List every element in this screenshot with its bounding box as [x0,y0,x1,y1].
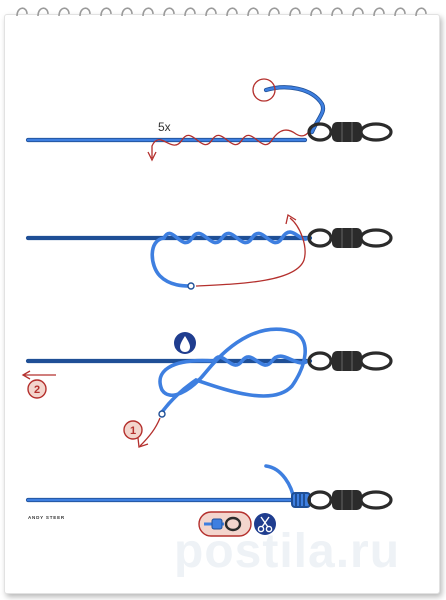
wraps [212,354,310,367]
step-two-number: 2 [34,384,40,396]
binding-ring [226,7,238,17]
step-4-diagram: ANDY STEER [25,464,393,537]
binding-ring [163,7,175,17]
watermark: postila.ru [174,525,401,578]
binding-ring [142,7,154,17]
binding-ring [58,7,70,17]
swivel [307,120,393,144]
pull-tag-arrow-head [137,437,149,448]
tag-end [150,236,192,288]
tag-loop [158,327,307,414]
tag-end-tip [187,282,195,290]
binding-ring [205,7,217,17]
tag-end-tip [158,410,166,418]
step-2-diagram [25,213,393,290]
scissors-icon [257,516,273,533]
binding-ring [247,7,259,17]
binding-ring [37,7,49,17]
turns-label: 5x [158,120,171,134]
wrap-arrow-head [147,151,157,162]
wrap-path-guide [151,125,313,158]
tag-end-highlight [264,86,325,134]
swivel [307,488,393,512]
spiral-binding [16,7,427,17]
step-1-diagram: 5x [25,78,393,162]
step-3-diagram: 2 1 [21,327,393,448]
knot-detail-icon [204,516,242,532]
binding-ring [415,7,427,17]
tag-end [264,464,296,502]
diagram-card [4,14,440,594]
scissors-badge [254,513,276,535]
binding-ring [310,7,322,17]
binding-ring [184,7,196,17]
binding-ring [289,7,301,17]
binding-ring [352,7,364,17]
step-two-badge [27,379,47,399]
step-one-number: 1 [130,425,136,437]
water-drop-icon [180,336,190,352]
binding-ring [16,7,28,17]
swivel [307,226,393,250]
step-one-badge [123,420,143,440]
tag-end-highlight-ring [252,78,276,102]
tag-path-guide [195,217,306,287]
binding-ring [121,7,133,17]
pull-tag-guide [139,417,161,447]
binding-ring [268,7,280,17]
tight-knot [291,492,311,508]
author-credit: ANDY STEER [28,515,65,520]
binding-ring [373,7,385,17]
tag-arrow-head [285,213,297,225]
binding-ring [394,7,406,17]
binding-ring [331,7,343,17]
wraps [162,230,310,245]
swivel [307,349,393,373]
binding-ring [79,7,91,17]
pull-line-arrow-head [21,370,31,380]
binding-ring [100,7,112,17]
